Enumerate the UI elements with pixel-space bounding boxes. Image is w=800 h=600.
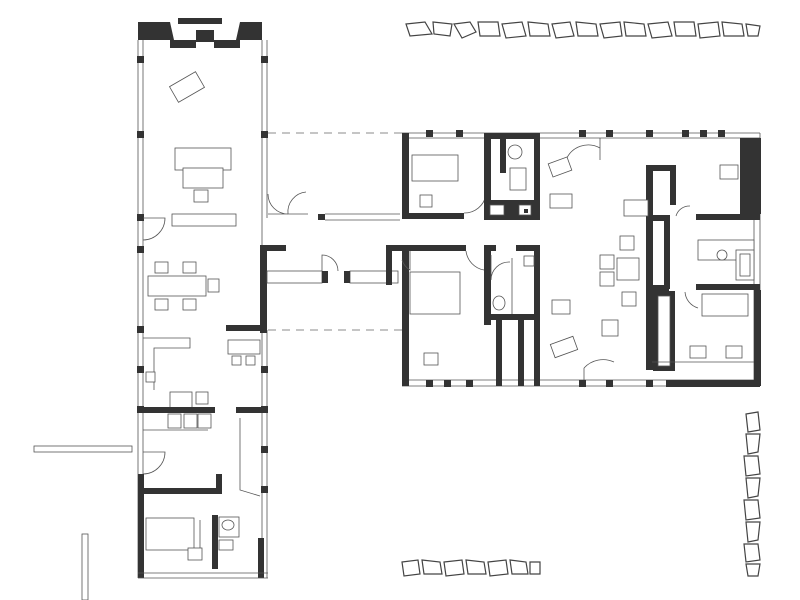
bed bbox=[409, 271, 461, 315]
right-wing bbox=[386, 130, 761, 387]
dining-table bbox=[147, 275, 207, 297]
door-swing bbox=[463, 194, 487, 214]
storage-wall bbox=[646, 165, 653, 370]
sliding-panel bbox=[239, 418, 261, 497]
dining-chair bbox=[207, 278, 220, 293]
table bbox=[616, 257, 640, 281]
bed bbox=[411, 154, 459, 182]
stone-wall-right bbox=[743, 411, 761, 577]
door-swing bbox=[583, 359, 615, 369]
bedroom-wall bbox=[138, 474, 144, 578]
door-swing bbox=[142, 451, 166, 475]
sofa bbox=[174, 147, 232, 171]
work-desk bbox=[169, 391, 193, 409]
bedroom-wall bbox=[402, 133, 409, 218]
kitchen-island bbox=[227, 339, 261, 355]
partition-wall bbox=[138, 407, 215, 413]
stool bbox=[193, 189, 209, 203]
coffee-table bbox=[182, 167, 224, 189]
garden-wall bbox=[81, 533, 89, 600]
glazing-panel bbox=[266, 270, 323, 284]
bedroom-wall bbox=[402, 245, 409, 386]
bed bbox=[701, 293, 749, 317]
bedroom-wall bbox=[138, 488, 222, 494]
chimney bbox=[138, 22, 262, 48]
door-swing-living bbox=[142, 217, 166, 241]
armchair bbox=[168, 71, 206, 103]
stone-wall-bottom bbox=[401, 559, 541, 577]
door-swing bbox=[321, 254, 339, 272]
entry-wall bbox=[260, 245, 267, 333]
dining-chair bbox=[154, 298, 169, 311]
kitchen-wall bbox=[226, 325, 264, 331]
chair bbox=[549, 193, 573, 209]
door-swing bbox=[267, 193, 289, 215]
partition-wall bbox=[236, 407, 264, 413]
chimney-cap bbox=[178, 18, 222, 24]
stone-wall-top bbox=[405, 21, 761, 39]
dining-chair bbox=[154, 261, 169, 274]
bed bbox=[145, 517, 195, 551]
wc bbox=[716, 249, 728, 261]
kitchen-counter bbox=[143, 337, 191, 390]
door-swing bbox=[565, 144, 601, 161]
armchair bbox=[547, 156, 573, 178]
wc bbox=[507, 144, 523, 160]
wc bbox=[221, 519, 235, 531]
door-swing bbox=[684, 291, 699, 309]
garden-wall bbox=[33, 445, 133, 453]
bedroom-wall bbox=[696, 214, 760, 220]
sideboard bbox=[171, 213, 237, 227]
dining-chair bbox=[182, 261, 197, 274]
column-posts-right bbox=[426, 130, 725, 387]
wc bbox=[492, 295, 506, 311]
dining-chair bbox=[182, 298, 197, 311]
washbasin bbox=[509, 167, 527, 191]
left-wing bbox=[137, 18, 268, 579]
door-swing bbox=[490, 255, 511, 281]
door-swing bbox=[465, 250, 485, 271]
door-swing bbox=[287, 191, 308, 215]
armchair bbox=[549, 335, 579, 359]
breezeway bbox=[260, 132, 402, 333]
